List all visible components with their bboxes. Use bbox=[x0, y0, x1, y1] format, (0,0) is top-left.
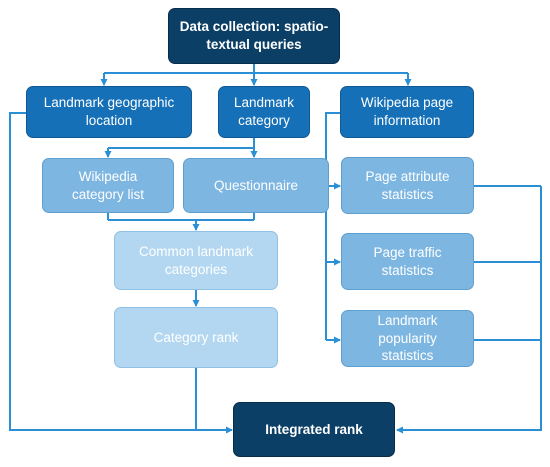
data-collection-node: Data collection: spatio- textual queries bbox=[168, 8, 340, 64]
arrow-geo-to-integrated bbox=[9, 112, 233, 434]
integrated-rank-node: Integrated rank bbox=[233, 402, 395, 457]
page-attribute-statistics-node: Page attribute statistics bbox=[341, 157, 474, 214]
wikipedia-category-list-node: Wikipedia category list bbox=[42, 158, 174, 213]
page-traffic-statistics-node: Page traffic statistics bbox=[341, 233, 474, 290]
questionnaire-node: Questionnaire bbox=[183, 158, 329, 213]
landmark-geographic-location-node: Landmark geographic location bbox=[26, 86, 192, 138]
landmark-popularity-statistics-node: Landmark popularity statistics bbox=[341, 310, 474, 367]
common-landmark-categories-node: Common landmark categories bbox=[114, 231, 278, 290]
wikipedia-page-information-node: Wikipedia page information bbox=[340, 86, 474, 138]
arrow-wiki-spine bbox=[325, 112, 340, 340]
category-rank-node: Category rank bbox=[114, 307, 278, 368]
landmark-category-node: Landmark category bbox=[218, 86, 310, 138]
arrow-right-spine-to-integrated bbox=[396, 186, 542, 434]
